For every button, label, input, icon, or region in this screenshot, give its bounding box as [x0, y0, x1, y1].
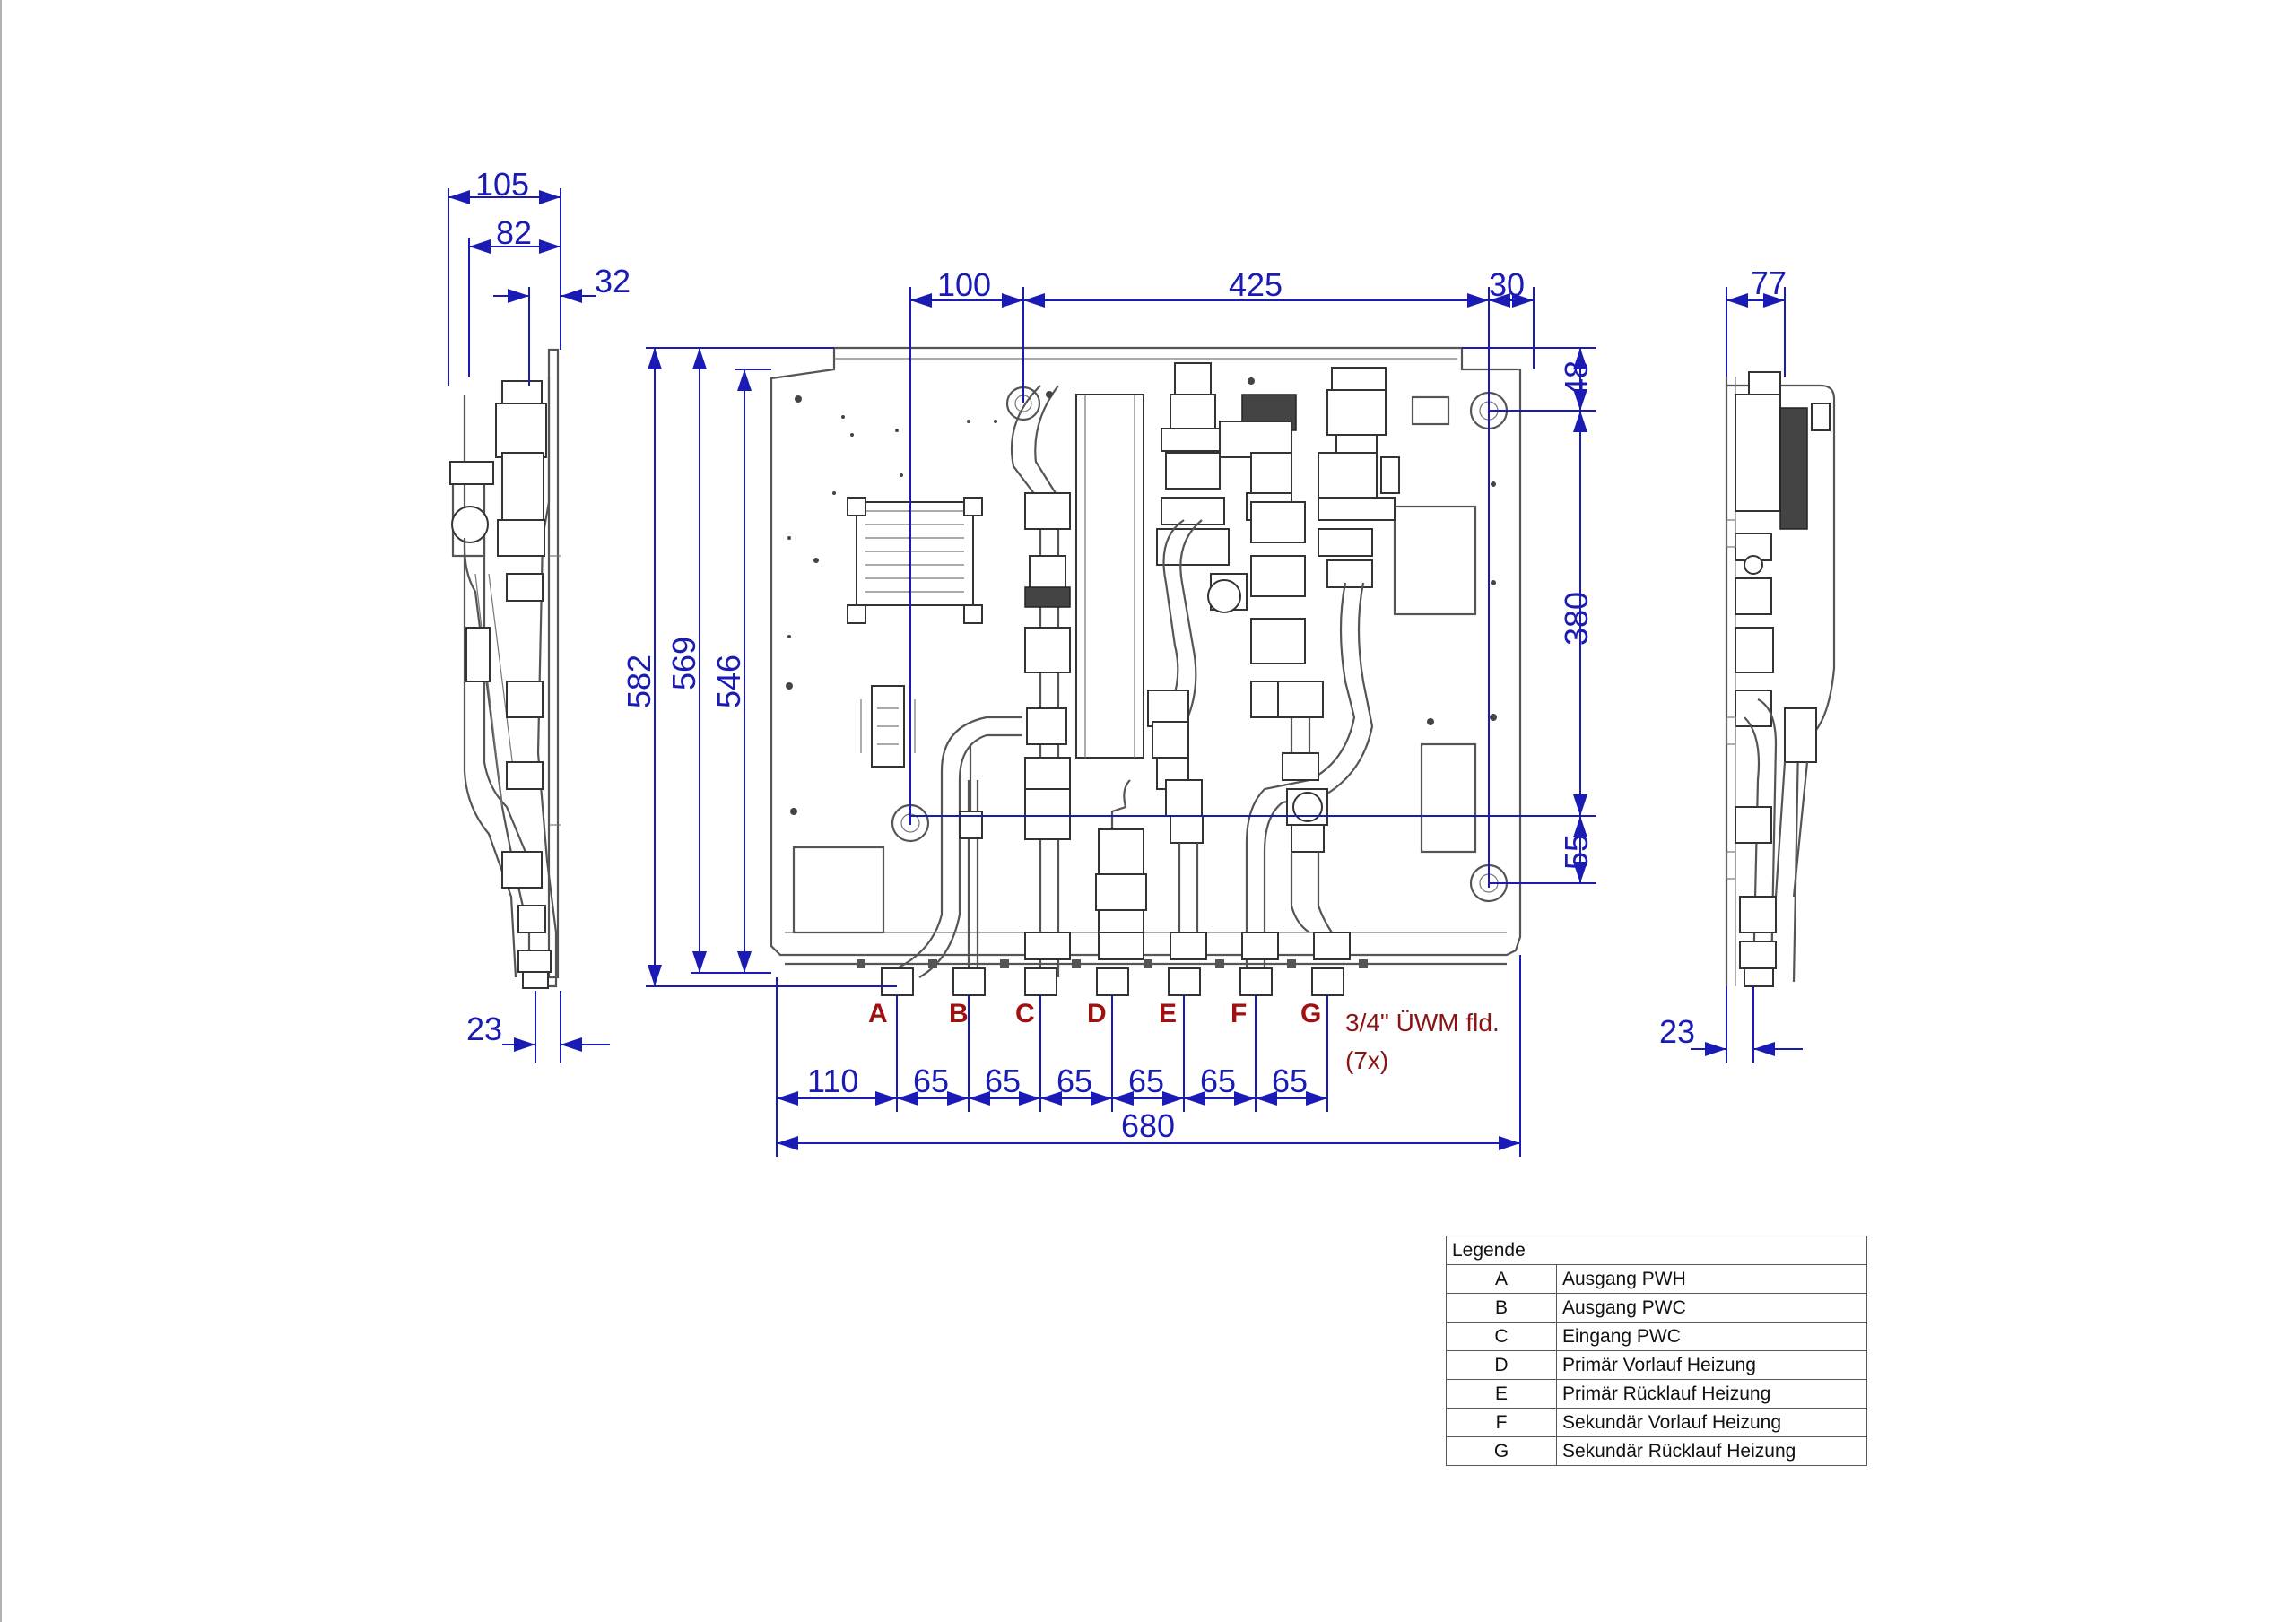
legend-row: F Sekundär Vorlauf Heizung: [1446, 1408, 1867, 1437]
legend-row: E Primär Rücklauf Heizung: [1446, 1379, 1867, 1409]
right-side-view: [1725, 371, 1836, 987]
legend-label: Eingang PWC: [1556, 1322, 1867, 1351]
dim-65-1: 65: [913, 1063, 949, 1099]
legend-key: F: [1446, 1408, 1557, 1437]
legend-key: G: [1446, 1436, 1557, 1466]
connection-note-line1: 3/4" ÜWM fld.: [1345, 1009, 1500, 1037]
dim-582: 582: [621, 655, 657, 708]
legend-label: Sekundär Rücklauf Heizung: [1556, 1436, 1867, 1466]
legend-row: G Sekundär Rücklauf Heizung: [1446, 1436, 1867, 1466]
legend-label: Primär Rücklauf Heizung: [1556, 1379, 1867, 1409]
dim-680: 680: [1121, 1107, 1175, 1144]
connection-label-c: C: [1015, 999, 1035, 1028]
dim-569: 569: [665, 637, 702, 690]
dim-546: 546: [710, 655, 747, 708]
dim-77: 77: [1751, 265, 1787, 301]
dim-23-right: 23: [1659, 1013, 1695, 1050]
legend-key: D: [1446, 1350, 1557, 1380]
connection-label-g: G: [1300, 999, 1321, 1028]
legend-row: D Primär Vorlauf Heizung: [1446, 1350, 1867, 1380]
dim-110: 110: [807, 1063, 858, 1099]
legend-row: C Eingang PWC: [1446, 1322, 1867, 1351]
dim-30: 30: [1489, 266, 1525, 303]
dimension-lines: [448, 188, 1803, 1157]
connection-label-e: E: [1159, 999, 1177, 1028]
connection-label-f: F: [1231, 999, 1247, 1028]
legend-label: Sekundär Vorlauf Heizung: [1556, 1408, 1867, 1437]
dim-82: 82: [496, 214, 532, 251]
dim-105: 105: [475, 166, 529, 203]
legend-label: Ausgang PWC: [1556, 1293, 1867, 1323]
dim-65-3: 65: [1057, 1063, 1092, 1099]
legend-key: C: [1446, 1322, 1557, 1351]
dimension-labels: 105 82 32 23 100 425 30 582 569 546 48 3…: [466, 166, 1787, 1144]
legend-label: Ausgang PWH: [1556, 1264, 1867, 1294]
left-side-view: [449, 348, 561, 989]
dim-23-left: 23: [466, 1010, 502, 1047]
dim-55: 55: [1558, 834, 1595, 870]
dim-65-6: 65: [1272, 1063, 1308, 1099]
legend-key: E: [1446, 1379, 1557, 1409]
legend-header-row: Legende: [1446, 1236, 1867, 1265]
dim-100: 100: [937, 266, 991, 303]
dim-48: 48: [1558, 360, 1595, 396]
legend-row: A Ausgang PWH: [1446, 1264, 1867, 1294]
connection-label-d: D: [1087, 999, 1107, 1028]
connection-label-a: A: [868, 999, 888, 1028]
legend-row: B Ausgang PWC: [1446, 1293, 1867, 1323]
front-view: [770, 346, 1522, 996]
dim-380: 380: [1558, 592, 1595, 646]
dim-65-5: 65: [1200, 1063, 1236, 1099]
connection-label-b: B: [949, 999, 969, 1028]
legend-label: Primär Vorlauf Heizung: [1556, 1350, 1867, 1380]
legend-table: Legende A Ausgang PWH B Ausgang PWC C Ei…: [1446, 1236, 1867, 1466]
dim-65-4: 65: [1128, 1063, 1164, 1099]
connection-note-line2: (7x): [1345, 1046, 1388, 1074]
dim-65-2: 65: [985, 1063, 1021, 1099]
dim-32: 32: [595, 263, 631, 299]
dim-425: 425: [1229, 266, 1283, 303]
legend-key: A: [1446, 1264, 1557, 1294]
legend-key: B: [1446, 1293, 1557, 1323]
connection-labels: A B C D E F G 3/4" ÜWM fld. (7x): [868, 999, 1500, 1074]
legend-title: Legende: [1446, 1236, 1867, 1265]
